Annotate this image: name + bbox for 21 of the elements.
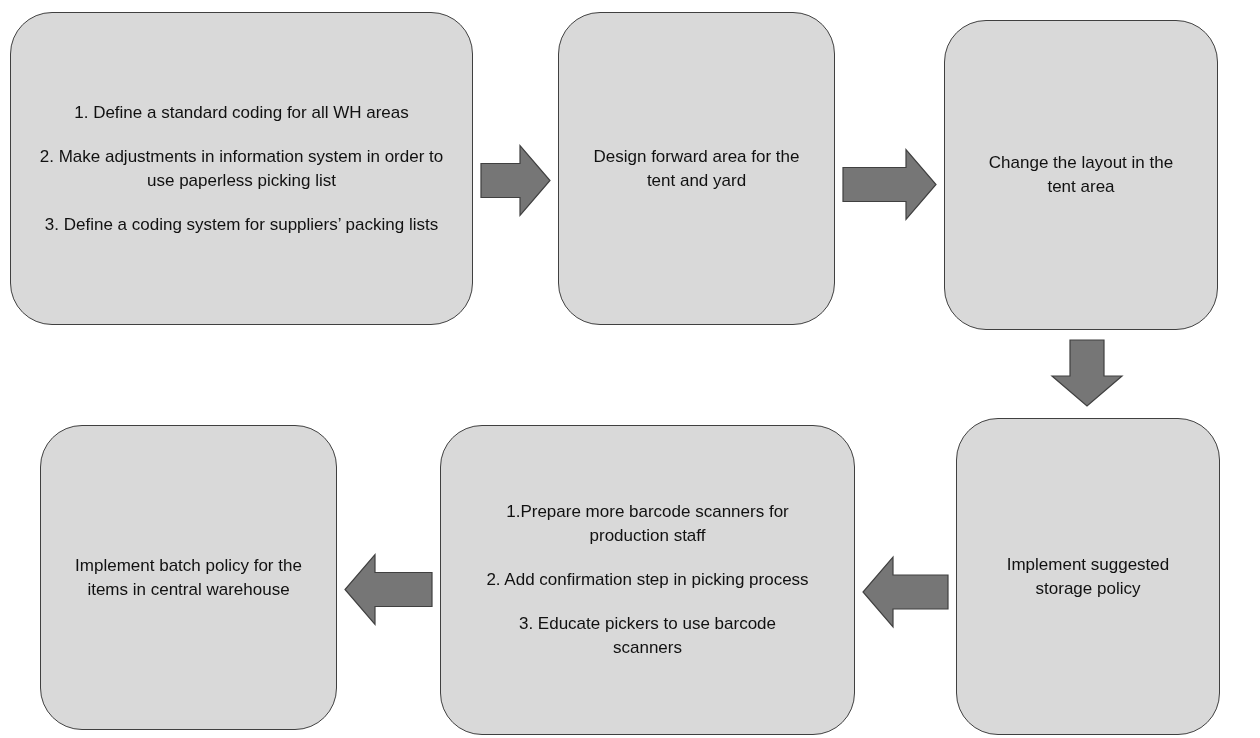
process-box [944, 20, 1218, 330]
step-text: Design forward area for the tent and yard [592, 145, 801, 192]
step-text: 1. Define a standard coding for all WH areas [73, 101, 410, 124]
process-box [40, 425, 337, 730]
block-arrow [1050, 339, 1124, 407]
block-arrow [862, 555, 949, 629]
block-arrow [480, 143, 551, 218]
step-text: 2. Add confirmation step in picking process [485, 569, 810, 591]
block-arrow [344, 552, 433, 627]
step-text: Implement batch policy for the items in central warehouse [74, 554, 303, 601]
step-text: Implement suggested storage policy [1005, 553, 1171, 600]
step-text: 2. Make adjustments in information system in order to use paperless picking list [38, 145, 445, 192]
step-text: 3. Define a coding system for suppliers’ packing lists [43, 213, 440, 236]
process-box [10, 12, 473, 325]
process-box [440, 425, 855, 735]
step-text: 1.Prepare more barcode scanners for production staff [505, 501, 790, 547]
block-arrow [842, 147, 937, 222]
step-text: 3. Educate pickers to use barcode scanners [517, 613, 777, 659]
step-text: Change the layout in the tent area [987, 152, 1175, 198]
process-box [558, 12, 835, 325]
process-box [956, 418, 1220, 735]
